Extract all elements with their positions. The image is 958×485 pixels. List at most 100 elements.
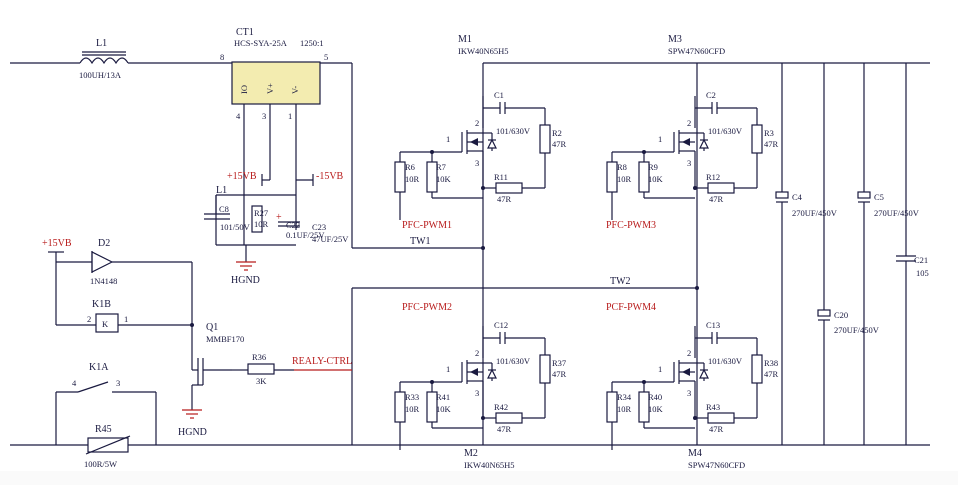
R36-label: R36 — [252, 352, 266, 362]
C23-value: 47UF/25V — [312, 234, 349, 244]
Q1-value: MMBF170 — [206, 334, 244, 344]
M1-value: IKW40N65H5 — [458, 46, 509, 56]
TW1-label: TW1 — [410, 236, 431, 247]
p15-label-b: +15VB — [42, 238, 72, 249]
relay-contact-K1A: K1A 4 3 R45 100R/5W — [55, 362, 157, 469]
C20-label: C20 — [834, 310, 848, 320]
C20-value: 270UF/450V — [834, 325, 880, 335]
snubber-res-R2-value: 47R — [552, 139, 567, 149]
CT1-vplus: V+ — [265, 83, 275, 94]
mosfet-labels: M1 IKW40N65H5 M3 SPW47N60CFD M2 IKW40N65… — [458, 34, 745, 470]
M1-label: M1 — [458, 34, 472, 45]
gate-res-R6-value: 10R — [405, 174, 420, 184]
pwm4-label: PCF-PWM4 — [606, 302, 656, 313]
M2-pin2: 2 — [475, 348, 479, 358]
snubber-cap-C1-value: 101/630V — [496, 126, 531, 136]
snubber-res-R37-label: R37 — [552, 358, 566, 368]
gate-res-R33-label: R33 — [405, 392, 419, 402]
M3-label: M3 — [668, 34, 682, 45]
M4-value: SPW47N60CFD — [688, 460, 745, 470]
snubber-res-R3-label: R3 — [764, 128, 774, 138]
source-res-R43-value: 47R — [709, 424, 724, 434]
K1A-pin4: 4 — [72, 378, 77, 388]
M2-pin3: 3 — [475, 388, 479, 398]
K1A-pin3: 3 — [116, 378, 120, 388]
inductor-L1: L1 100UH/13A — [79, 38, 129, 80]
snubber-cap-C1-label: C1 — [494, 90, 504, 100]
CT1-pin5: 5 — [324, 52, 328, 62]
TW2-label: TW2 — [610, 276, 631, 287]
M3-pin3: 3 — [687, 158, 691, 168]
L1-label: L1 — [96, 38, 107, 49]
R45-label: R45 — [95, 424, 112, 435]
gate-res-R7-value: 10K — [436, 174, 452, 184]
C21-value: 105 — [916, 268, 929, 278]
hgnd-label-2: HGND — [178, 427, 207, 438]
snubber-cap-C12-label: C12 — [494, 320, 508, 330]
M4-label: M4 — [688, 448, 702, 459]
R45-value: 100R/5W — [84, 459, 117, 469]
R27-label: R27 — [254, 208, 268, 218]
svg-text:K: K — [102, 319, 109, 329]
C5-value: 270UF/450V — [874, 208, 920, 218]
snubber-res-R37-value: 47R — [552, 369, 567, 379]
K1B-label: K1B — [92, 299, 111, 310]
pwm1-label: PFC-PWM1 — [402, 220, 452, 231]
C8-label: C8 — [219, 204, 229, 214]
C4-value: 270UF/450V — [792, 208, 838, 218]
gate-res-R8-label: R8 — [617, 162, 627, 172]
source-res-R11-value: 47R — [497, 194, 512, 204]
D2-value: 1N4148 — [90, 276, 117, 286]
gate-res-R40-label: R40 — [648, 392, 662, 402]
M1-pin2: 2 — [475, 118, 479, 128]
C5-label: C5 — [874, 192, 884, 202]
L1-value: 100UH/13A — [79, 70, 122, 80]
snubber-cap-C12-value: 101/630V — [496, 356, 531, 366]
K1B-pin1: 1 — [124, 314, 128, 324]
gate-res-R41-value: 10K — [436, 404, 452, 414]
R27-value: 10R — [254, 219, 269, 229]
CT1-value: HCS-SYA-25A — [234, 38, 288, 48]
bulk-capacitors: C4 270UF/450V C20 270UF/450V C5 270UF/45… — [775, 63, 929, 445]
ground-symbol-2: HGND — [178, 409, 207, 438]
gate-res-R8-value: 10R — [617, 174, 632, 184]
gate-res-R9-label: R9 — [648, 162, 658, 172]
snubber-res-R38-value: 47R — [764, 369, 779, 379]
snubber-cap-C2-value: 101/630V — [708, 126, 743, 136]
CT1-pin8: 8 — [220, 52, 224, 62]
Q1-label: Q1 — [206, 322, 218, 333]
hgnd-label-1: HGND — [231, 275, 260, 286]
pwm3-label: PFC-PWM3 — [606, 220, 656, 231]
L1b-label: L1 — [216, 185, 227, 196]
p15-label-a: +15VB — [227, 171, 257, 182]
CT1-io: IO — [239, 85, 249, 94]
snubber-res-R3-value: 47R — [764, 139, 779, 149]
C4-label: C4 — [792, 192, 803, 202]
K1A-label: K1A — [89, 362, 109, 373]
source-res-R42-label: R42 — [494, 402, 508, 412]
M4-pin1: 1 — [658, 364, 662, 374]
M4-pin2: 2 — [687, 348, 691, 358]
M2-pin1: 1 — [446, 364, 450, 374]
C23-label: C23 — [312, 222, 326, 232]
snubber-res-R38-label: R38 — [764, 358, 778, 368]
CT1-ratio: 1250:1 — [300, 38, 324, 48]
CT1-label: CT1 — [236, 27, 254, 38]
snubber-res-R2-label: R2 — [552, 128, 562, 138]
M4-pin3: 3 — [687, 388, 691, 398]
gate-res-R6-label: R6 — [405, 162, 415, 172]
source-res-R12-label: R12 — [706, 172, 720, 182]
relay-driver: +15VB D2 1N4148 K K1B 2 1 Q1 MMBF170 R36… — [42, 238, 352, 410]
source-res-R12-value: 47R — [709, 194, 724, 204]
M1-pin1: 1 — [446, 134, 450, 144]
D2-label: D2 — [98, 238, 110, 249]
M3-pin2: 2 — [687, 118, 691, 128]
svg-text:+: + — [276, 212, 282, 223]
source-res-R42-value: 47R — [497, 424, 512, 434]
source-res-R43-label: R43 — [706, 402, 720, 412]
gate-res-R34-value: 10R — [617, 404, 632, 414]
bottom-caption-strip — [0, 471, 958, 485]
C22-label: C22 — [286, 220, 300, 230]
